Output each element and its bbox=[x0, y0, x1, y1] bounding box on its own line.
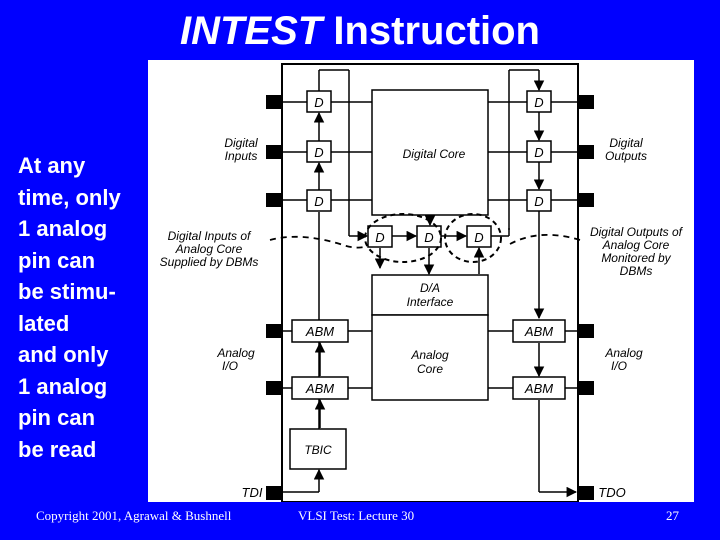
label-digital-inputs-1: Digital bbox=[224, 136, 258, 150]
d-label: D bbox=[474, 230, 483, 245]
dashed-group-left bbox=[364, 213, 442, 263]
side-line: lated bbox=[18, 310, 70, 336]
abm-label: ABM bbox=[305, 324, 334, 339]
d-label: D bbox=[534, 95, 543, 110]
tbic-block bbox=[289, 428, 347, 470]
label-dig-out-analog-1: Digital Outputs of bbox=[590, 225, 684, 239]
label-dig-in-analog-3: Supplied by DBMs bbox=[160, 255, 259, 269]
abm-label: ABM bbox=[524, 324, 553, 339]
analog-core-label-2: Core bbox=[417, 362, 443, 376]
label-tdi: TDI bbox=[242, 485, 263, 500]
pin-left-tdi bbox=[266, 486, 283, 500]
pin-right-1 bbox=[577, 95, 594, 109]
label-dig-in-analog-1: Digital Inputs of bbox=[168, 229, 252, 243]
dashed-pointer-left bbox=[269, 235, 369, 249]
pin-left-1 bbox=[266, 95, 283, 109]
d-label: D bbox=[424, 230, 433, 245]
footer-page-number: 27 bbox=[666, 508, 679, 523]
footer-copyright: Copyright 2001, Agrawal & Bushnell bbox=[36, 508, 232, 523]
side-line: time, only bbox=[18, 184, 121, 210]
label-dig-out-analog-2: Analog Core bbox=[602, 238, 670, 252]
label-digital-outputs-1: Digital bbox=[609, 136, 643, 150]
abm-label: ABM bbox=[305, 381, 334, 396]
side-text: At any time, only 1 analog pin can be st… bbox=[18, 150, 158, 465]
title-italic: INTEST bbox=[179, 9, 323, 53]
pin-right-4 bbox=[577, 324, 594, 338]
side-line: and only bbox=[18, 342, 109, 367]
d-label: D bbox=[534, 194, 543, 209]
side-line: be read bbox=[18, 436, 97, 462]
pin-right-5 bbox=[577, 381, 594, 395]
label-analog-io-left-2: I/O bbox=[222, 359, 238, 373]
da-label-1: D/A bbox=[420, 281, 440, 295]
chip-boundary bbox=[281, 63, 579, 502]
analog-core-label-1: Analog bbox=[410, 348, 449, 362]
pin-left-3 bbox=[266, 193, 283, 207]
abm-label: ABM bbox=[524, 381, 553, 396]
pin-right-3 bbox=[577, 193, 594, 207]
side-line: pin can bbox=[18, 247, 96, 273]
d-label: D bbox=[534, 145, 543, 160]
tbic-label: TBIC bbox=[304, 443, 332, 457]
d-label: D bbox=[314, 145, 323, 160]
dashed-pointer-right bbox=[509, 233, 581, 245]
label-analog-io-right-2: I/O bbox=[611, 359, 627, 373]
label-dig-out-analog-4: DBMs bbox=[620, 264, 653, 278]
label-digital-outputs-2: Outputs bbox=[605, 149, 647, 163]
label-analog-io-right-1: Analog bbox=[604, 346, 643, 360]
side-line: 1 analog bbox=[18, 373, 108, 399]
title-rest: Instruction bbox=[322, 9, 540, 53]
label-digital-inputs-2: Inputs bbox=[225, 149, 258, 163]
intest-diagram: Digital Core D D D D D D D D D bbox=[148, 60, 694, 502]
d-label: D bbox=[375, 230, 384, 245]
side-line: 1 analog bbox=[18, 216, 108, 241]
label-tdo: TDO bbox=[598, 485, 625, 500]
label-dig-out-analog-3: Monitored by bbox=[601, 251, 671, 265]
footer-course: VLSI Test: Lecture 30 bbox=[298, 508, 415, 523]
label-dig-in-analog-2: Analog Core bbox=[175, 242, 243, 256]
pin-right-2 bbox=[577, 145, 594, 159]
d-label: D bbox=[314, 194, 323, 209]
side-line: At any bbox=[18, 153, 86, 178]
side-line: be stimu- bbox=[18, 279, 116, 304]
side-line: pin can bbox=[18, 405, 96, 430]
pin-right-tdo bbox=[577, 486, 594, 500]
d-label: D bbox=[314, 95, 323, 110]
dashed-group-right bbox=[444, 213, 502, 263]
da-label-2: Interface bbox=[407, 295, 454, 309]
analog-core-block bbox=[371, 314, 489, 401]
digital-core-label: Digital Core bbox=[403, 147, 466, 161]
label-analog-io-left-1: Analog bbox=[216, 346, 255, 360]
pin-left-5 bbox=[266, 381, 283, 395]
pin-left-4 bbox=[266, 324, 283, 338]
slide-title: INTEST Instruction bbox=[0, 8, 720, 54]
pin-left-2 bbox=[266, 145, 283, 159]
